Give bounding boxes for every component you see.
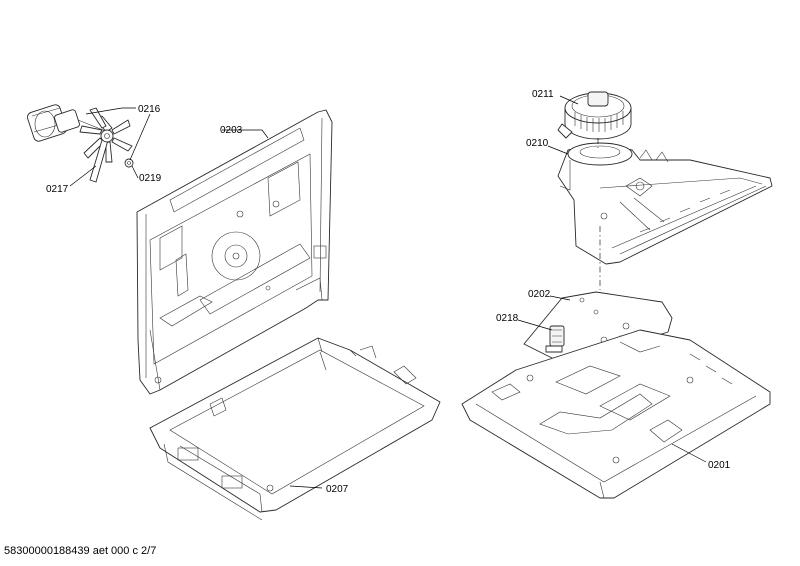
base-plate xyxy=(461,329,771,499)
fan-motor-assembly xyxy=(27,104,109,142)
document-id-footer: 58300000188439 aet 000 c 2/7 xyxy=(4,545,157,557)
callout-0216: 0216 xyxy=(138,104,161,115)
callout-0202: 0202 xyxy=(528,289,551,300)
fan-nut xyxy=(124,158,134,168)
bottom-frame-tray xyxy=(149,337,441,521)
callout-0210: 0210 xyxy=(526,138,549,149)
sensor-switch xyxy=(545,325,565,353)
callout-0219: 0219 xyxy=(139,173,162,184)
callout-0201: 0201 xyxy=(708,460,731,471)
callout-0203: 0203 xyxy=(220,125,243,136)
cooling-fan-wheel xyxy=(557,91,632,140)
callout-0218: 0218 xyxy=(496,313,519,324)
rear-wall-panel xyxy=(136,109,333,395)
callout-0217: 0217 xyxy=(46,184,69,195)
air-duct-housing xyxy=(557,142,773,265)
callout-0211: 0211 xyxy=(532,89,554,100)
callout-0207: 0207 xyxy=(326,484,349,495)
fan-blade-wheel xyxy=(79,107,133,183)
